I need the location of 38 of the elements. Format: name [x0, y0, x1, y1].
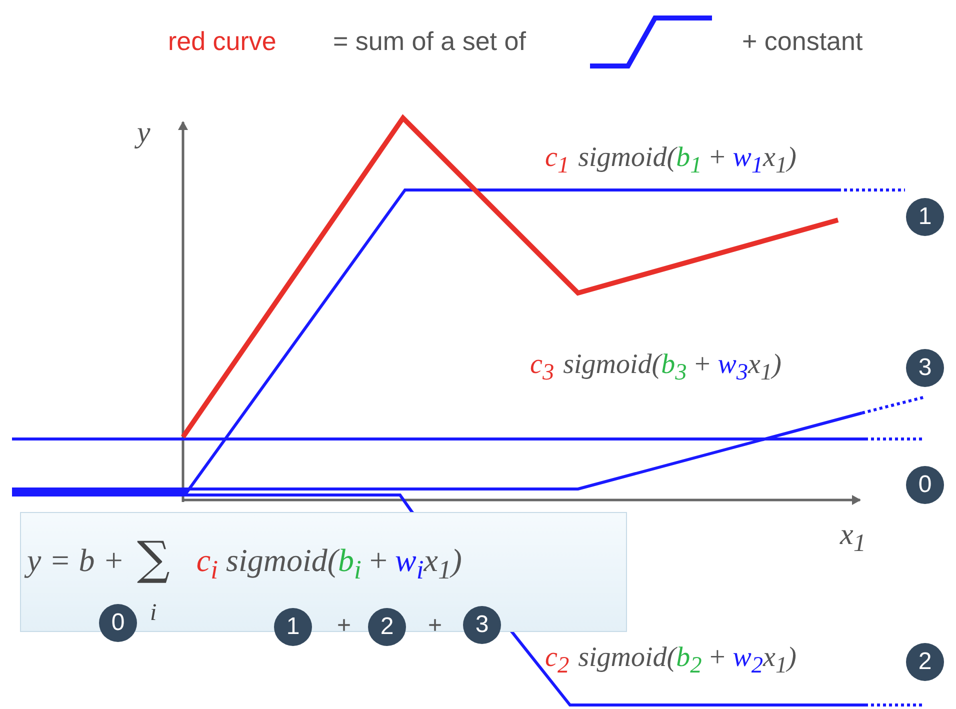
number-badge: 0 [906, 466, 944, 504]
summation-index: i [150, 601, 157, 625]
formula-term: c$_{2}$ [545, 643, 570, 680]
formula-term: c$_{i}$ [196, 543, 218, 585]
formula-term: + [708, 643, 727, 674]
formula-term: w$_{1}$ [732, 143, 764, 180]
formula-term: w$_{3}$ [718, 350, 748, 386]
formula-term: sigmoid( [226, 543, 338, 578]
formula-term: x$_{1}$) [763, 643, 796, 680]
plus-sign: + [337, 614, 352, 638]
formula-term: sigmoid( [563, 350, 662, 381]
formula-term: b$_{3}$ [661, 350, 687, 386]
axis-label: x$_{1}$ [840, 520, 866, 556]
formula-term: + [367, 543, 389, 578]
formula-term: sigmoid( [578, 643, 676, 674]
formula-term: + [692, 350, 712, 381]
legend-text: + constant [742, 28, 863, 54]
formula-term: c$_{3}$ [530, 350, 554, 386]
number-badge: 1 [906, 198, 944, 236]
formula-term: x$_{1}$) [763, 143, 796, 180]
formula-term: x$_{1}$) [424, 543, 462, 585]
formula-term: b$_{1}$ [676, 143, 702, 180]
axis-label: y [137, 118, 150, 148]
number-badge: 3 [906, 349, 944, 387]
formula-term: b$_{2}$ [676, 643, 702, 680]
legend-text: red curve [168, 28, 276, 54]
formula-term: w$_{2}$ [732, 643, 764, 680]
legend-text: = sum of a set of [333, 28, 526, 54]
summation-sign: ∑ [137, 535, 170, 581]
formula-term: x$_{1}$) [748, 350, 782, 386]
formula-term: sigmoid( [578, 143, 676, 174]
formula-term: b$_{i}$ [338, 543, 362, 585]
number-badge: 0 [99, 604, 137, 642]
formula-term: w$_{i}$ [395, 543, 424, 585]
formula-term: c$_{1}$ [545, 143, 570, 180]
formula-term: + [708, 143, 727, 174]
plus-sign: + [428, 614, 442, 638]
number-badge: 2 [906, 643, 944, 681]
